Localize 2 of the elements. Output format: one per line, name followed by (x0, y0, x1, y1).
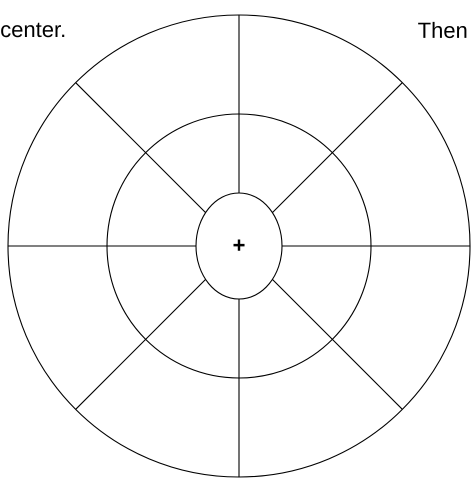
text-fragment: Then (418, 22, 466, 38)
text-fragment: center. (1, 22, 64, 38)
